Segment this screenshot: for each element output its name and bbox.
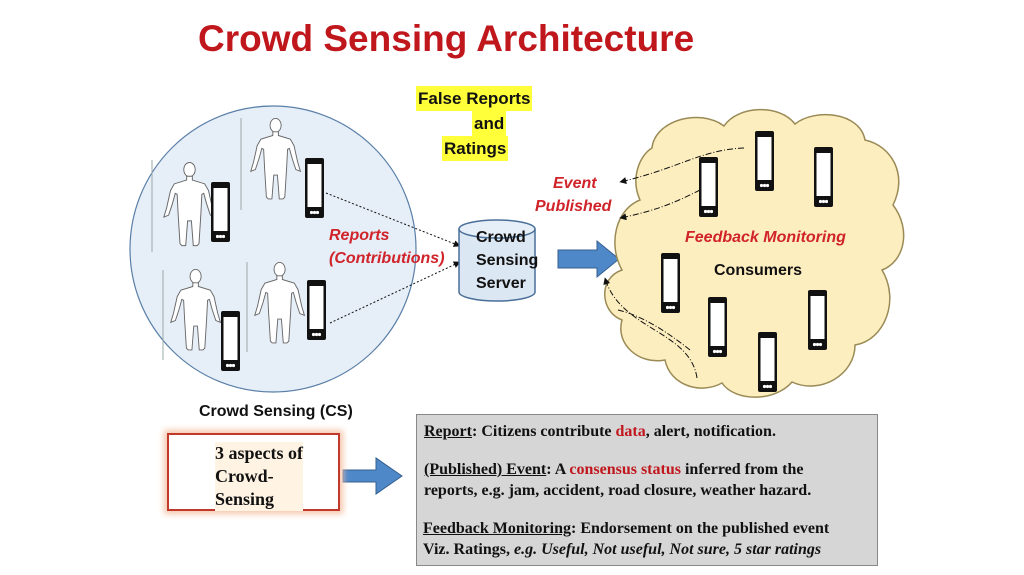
feedback-text: Viz. Ratings, (423, 541, 514, 558)
false-reports-line: and (472, 111, 507, 136)
aspects-box: 3 aspects of Crowd- Sensing (167, 433, 340, 511)
consumers-label: Consumers (714, 262, 803, 279)
reports-label: (Contributions) (329, 250, 445, 267)
server-label-line: Sensing (476, 252, 539, 269)
crowd-sensing-label: Crowd Sensing (CS) (199, 403, 353, 420)
feedback-arrow (617, 309, 691, 351)
event-published-line: Published (535, 198, 612, 215)
smartphone-icon (661, 253, 680, 313)
smartphone-icon (808, 290, 827, 350)
feedback-monitoring-label: Feedback Monitoring (685, 229, 846, 246)
smartphone-icon (814, 147, 833, 207)
false-reports-line: False Reports (416, 86, 533, 111)
block-arrow (557, 239, 620, 279)
feedback-heading: Feedback Monitoring (423, 520, 571, 537)
report-definition: Report: Citizens contribute data, alert,… (424, 421, 776, 442)
aspects-line: Sensing (215, 489, 275, 509)
report-heading: Report (424, 423, 472, 440)
smartphone-icon (211, 182, 230, 242)
feedback-arrow (603, 277, 698, 379)
report-arrow (325, 192, 461, 247)
published-status-term: consensus status (569, 461, 681, 478)
cloud-shape (604, 108, 905, 398)
report-text: : Citizens contribute (471, 423, 616, 440)
false-reports-line: Ratings (442, 136, 509, 161)
false-reports-label: False Reports and Ratings (416, 86, 536, 163)
page-title: Crowd Sensing Architecture (198, 18, 695, 59)
aspects-line: 3 aspects of (215, 443, 303, 463)
aspects-text: 3 aspects of Crowd- Sensing (215, 442, 303, 511)
smartphone-icon (699, 157, 718, 217)
feedback-examples: e.g. Useful, Not useful, Not sure, 5 sta… (513, 541, 822, 558)
feedback-definition: Feedback Monitoring: Endorsement on the … (423, 518, 829, 539)
smartphone-icon (307, 280, 326, 340)
feedback-definition-line2: Viz. Ratings, e.g. Useful, Not useful, N… (423, 539, 821, 560)
feedback-arrow (619, 147, 745, 184)
published-heading: (Published) Event (424, 461, 547, 478)
server-label-line: Crowd (476, 229, 526, 246)
reports-label: Reports (329, 227, 390, 244)
report-data-term: data (615, 423, 646, 440)
report-text: , alert, notification. (645, 423, 776, 440)
block-arrow (342, 457, 403, 495)
smartphone-icon (708, 297, 727, 357)
smartphone-icon (755, 131, 774, 191)
published-text: inferred from the (680, 461, 804, 478)
smartphone-icon (305, 158, 324, 218)
published-definition-line2: reports, e.g. jam, accident, road closur… (424, 482, 812, 499)
feedback-text: : Endorsement on the published event (571, 520, 830, 537)
info-box: Report: Citizens contribute data, alert,… (416, 414, 878, 566)
smartphone-icon (221, 311, 240, 371)
smartphone-icon (758, 332, 777, 392)
feedback-arrow (619, 189, 701, 221)
published-text: : A (546, 461, 570, 478)
server-label-line: Server (476, 275, 526, 292)
aspects-line: Crowd- (215, 466, 274, 486)
server-label: Crowd Sensing Server (476, 226, 538, 295)
event-published-line: Event (553, 175, 597, 192)
database-icon (458, 219, 536, 302)
published-definition: (Published) Event: A consensus status in… (424, 459, 803, 480)
